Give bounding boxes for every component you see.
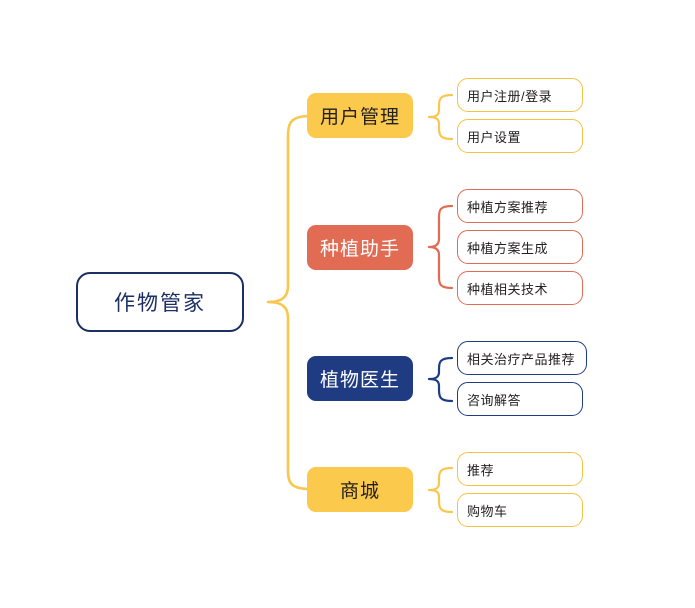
leaf-node-label: 种植方案推荐 (467, 199, 549, 215)
leaf-node-recommend[interactable]: 推荐 (457, 452, 583, 486)
leaf-node-planting-technology[interactable]: 种植相关技术 (457, 271, 583, 305)
leaf-node-planting-plan-generate[interactable]: 种植方案生成 (457, 230, 583, 264)
branch-node-label: 植物医生 (319, 370, 400, 391)
brace-branch-1 (427, 93, 454, 141)
leaf-node-consultation-answer[interactable]: 咨询解答 (457, 382, 583, 416)
brace-branch-3 (427, 356, 454, 403)
leaf-node-label: 购物车 (467, 503, 508, 519)
leaf-node-label: 种植相关技术 (467, 281, 549, 297)
leaf-node-label: 推荐 (467, 462, 495, 478)
brace-branch-4 (427, 466, 454, 514)
brace-branch-2 (427, 204, 454, 290)
root-node[interactable]: 作物管家 (76, 272, 244, 332)
leaf-node-label: 用户设置 (467, 129, 522, 145)
branch-node-mall[interactable]: 商城 (307, 467, 413, 512)
branch-node-label: 种植助手 (319, 239, 400, 260)
leaf-node-user-settings[interactable]: 用户设置 (457, 119, 583, 153)
brace-root (266, 114, 312, 491)
leaf-node-user-register-login[interactable]: 用户注册/登录 (457, 78, 583, 112)
branch-node-plant-doctor[interactable]: 植物医生 (307, 356, 413, 401)
branch-node-user-management[interactable]: 用户管理 (307, 93, 413, 138)
branch-node-planting-assistant[interactable]: 种植助手 (307, 225, 413, 270)
leaf-node-label: 咨询解答 (467, 392, 522, 408)
leaf-node-treatment-product-recommend[interactable]: 相关治疗产品推荐 (457, 341, 587, 375)
leaf-node-planting-plan-recommend[interactable]: 种植方案推荐 (457, 189, 583, 223)
leaf-node-shopping-cart[interactable]: 购物车 (457, 493, 583, 527)
leaf-node-label: 用户注册/登录 (467, 88, 553, 104)
root-node-label: 作物管家 (114, 292, 206, 315)
branch-node-label: 商城 (339, 481, 380, 502)
leaf-node-label: 种植方案生成 (467, 240, 549, 256)
leaf-node-label: 相关治疗产品推荐 (467, 351, 576, 367)
branch-node-label: 用户管理 (319, 107, 400, 128)
